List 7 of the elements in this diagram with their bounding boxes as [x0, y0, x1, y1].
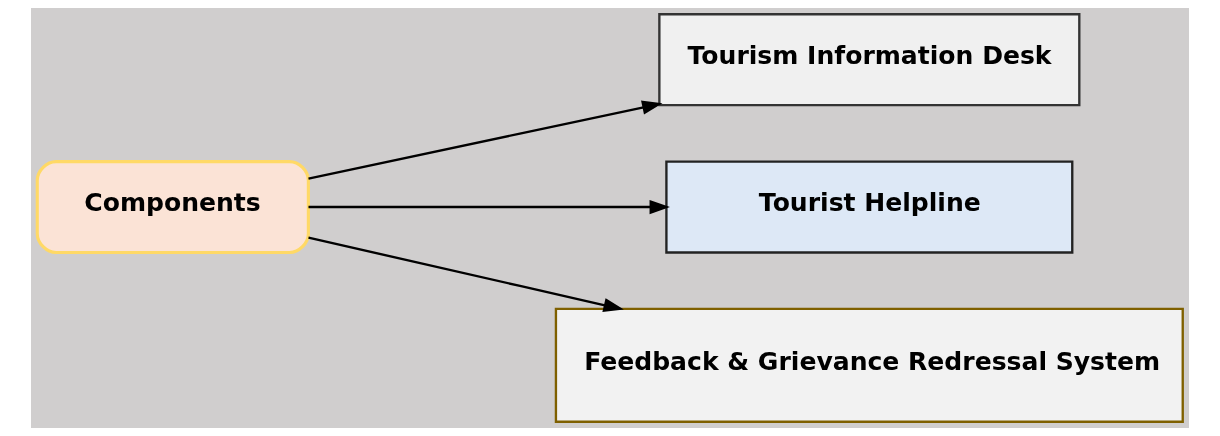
node-box: Components [35, 160, 310, 255]
arrow [308, 199, 670, 215]
node-box: Tourism Information Desk [658, 13, 1081, 107]
node-box: Tourist Helpline [665, 160, 1074, 254]
arrow [308, 236, 624, 313]
arrow [308, 100, 663, 180]
node-box: Feedback & Grievance Redressal System [554, 307, 1184, 423]
